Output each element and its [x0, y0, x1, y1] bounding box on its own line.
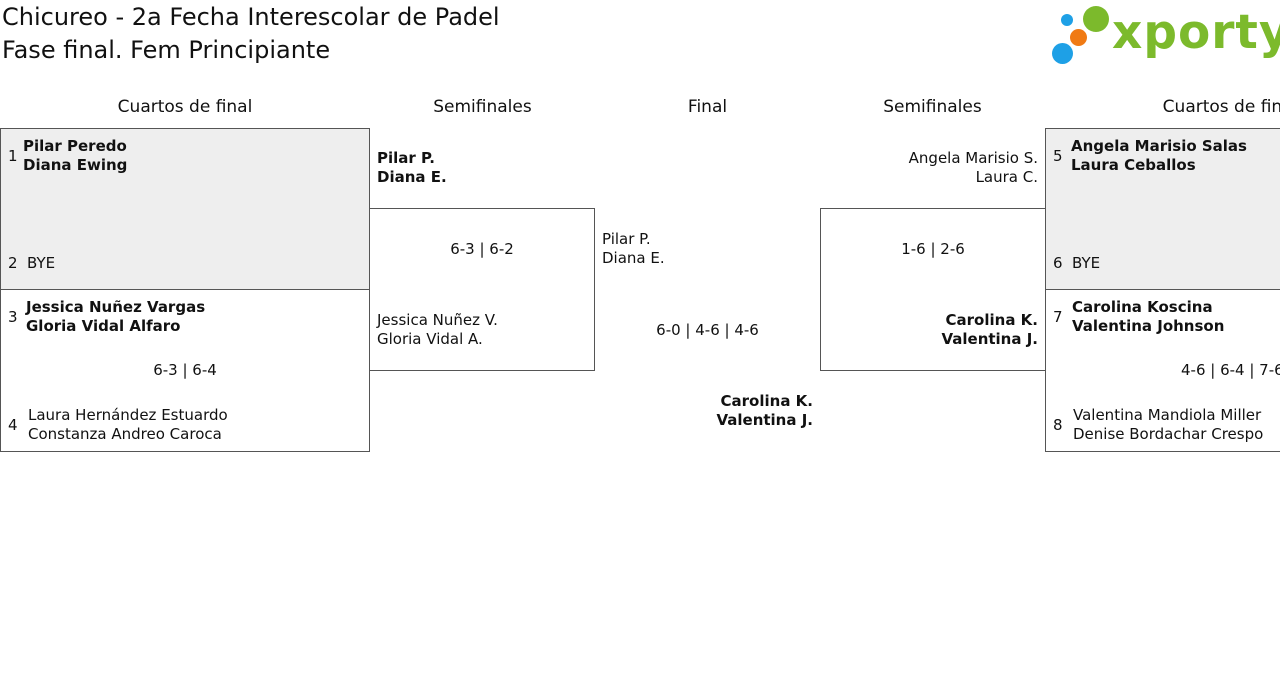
player-name: Angela Marisio S. [908, 149, 1038, 167]
match-score: 6-3 | 6-4 [153, 361, 217, 379]
player-name: Valentina J. [941, 330, 1038, 348]
player-name: Jessica Nuñez V. [377, 311, 498, 329]
right-quarterfinal-1[interactable]: 5 Angela Marisio Salas Laura Ceballos 6 … [1045, 128, 1280, 290]
team-loser: Valentina Mandiola Miller Denise Bordach… [1073, 406, 1263, 444]
seed-number: 3 [8, 308, 18, 326]
player-name: Jessica Nuñez Vargas [26, 298, 206, 316]
seed-number: 7 [1053, 308, 1063, 326]
team-winner: Angela Marisio Salas Laura Ceballos [1071, 137, 1247, 175]
left-quarterfinal-1[interactable]: 1 Pilar Peredo Diana Ewing 2 BYE [0, 128, 370, 290]
player-name: Valentina Johnson [1072, 317, 1225, 335]
round-header-right-quarterfinals: Cuartos de final [1162, 97, 1280, 117]
xporty-logo[interactable]: xporty [1050, 4, 1280, 66]
player-name: Diana Ewing [23, 156, 128, 174]
player-name: Denise Bordachar Crespo [1073, 425, 1264, 443]
player-name: Laura C. [975, 168, 1038, 186]
logo-dot-green [1083, 6, 1109, 32]
player-name: Gloria Vidal A. [377, 330, 483, 348]
right-semifinal-team-loser: Angela Marisio S. Laura C. [830, 149, 1038, 187]
seed-number: 5 [1053, 147, 1063, 165]
logo-dot-blue [1052, 43, 1073, 64]
final-team-left: Pilar P. Diana E. [602, 230, 665, 268]
team-bye: BYE [27, 254, 55, 273]
player-name: Diana E. [377, 168, 447, 186]
round-header-final: Final [687, 97, 728, 117]
logo-wordmark: xporty [1112, 5, 1280, 60]
player-name: Diana E. [602, 249, 665, 267]
player-name: Laura Ceballos [1071, 156, 1196, 174]
seed-number: 8 [1053, 416, 1063, 434]
team-winner: Pilar Peredo Diana Ewing [23, 137, 127, 175]
left-quarterfinal-2[interactable]: 3 Jessica Nuñez Vargas Gloria Vidal Alfa… [0, 289, 370, 452]
round-header-left-quarterfinals: Cuartos de final [117, 97, 253, 117]
player-name: Gloria Vidal Alfaro [26, 317, 181, 335]
logo-dot-orange [1070, 29, 1087, 46]
seed-number: 2 [8, 254, 18, 272]
page-subtitle: Fase final. Fem Principiante [2, 36, 331, 64]
player-name: Carolina K. [720, 392, 813, 410]
logo-dot-blue-small [1061, 14, 1073, 26]
player-name: Pilar P. [602, 230, 651, 248]
seed-number: 4 [8, 416, 18, 434]
left-semifinal-team-loser: Jessica Nuñez V. Gloria Vidal A. [377, 311, 498, 349]
player-name: Pilar Peredo [23, 137, 127, 155]
player-name: Valentina J. [716, 411, 813, 429]
player-name: BYE [27, 254, 56, 272]
final-team-champion: Carolina K. Valentina J. [600, 392, 813, 430]
final-score: 6-0 | 4-6 | 4-6 [656, 321, 759, 339]
match-score: 6-3 | 6-2 [450, 240, 514, 258]
right-quarterfinal-2[interactable]: 7 Carolina Koscina Valentina Johnson 4-6… [1045, 289, 1280, 452]
player-name: Pilar P. [377, 149, 435, 167]
player-name: BYE [1072, 254, 1101, 272]
player-name: Laura Hernández Estuardo [28, 406, 228, 424]
match-score: 4-6 | 6-4 | 7-6 [1181, 361, 1280, 379]
left-semifinal[interactable]: 6-3 | 6-2 Jessica Nuñez V. Gloria Vidal … [369, 208, 595, 371]
left-semifinal-team-winner: Pilar P. Diana E. [377, 149, 447, 187]
player-name: Valentina Mandiola Miller [1073, 406, 1262, 424]
player-name: Carolina Koscina [1072, 298, 1213, 316]
seed-number: 1 [8, 147, 18, 165]
team-winner: Jessica Nuñez Vargas Gloria Vidal Alfaro [26, 298, 205, 336]
round-header-left-semifinals: Semifinales [433, 97, 532, 117]
player-name: Angela Marisio Salas [1071, 137, 1247, 155]
right-semifinal-team-winner: Carolina K. Valentina J. [829, 311, 1038, 349]
team-loser: Laura Hernández Estuardo Constanza Andre… [28, 406, 228, 444]
round-header-right-semifinals: Semifinales [883, 97, 982, 117]
right-semifinal[interactable]: 1-6 | 2-6 Carolina K. Valentina J. [820, 208, 1046, 371]
match-score: 1-6 | 2-6 [901, 240, 965, 258]
team-bye: BYE [1072, 254, 1100, 273]
team-winner: Carolina Koscina Valentina Johnson [1072, 298, 1224, 336]
player-name: Carolina K. [945, 311, 1038, 329]
seed-number: 6 [1053, 254, 1063, 272]
player-name: Constanza Andreo Caroca [28, 425, 222, 443]
page-title: Chicureo - 2a Fecha Interescolar de Pade… [2, 3, 500, 31]
